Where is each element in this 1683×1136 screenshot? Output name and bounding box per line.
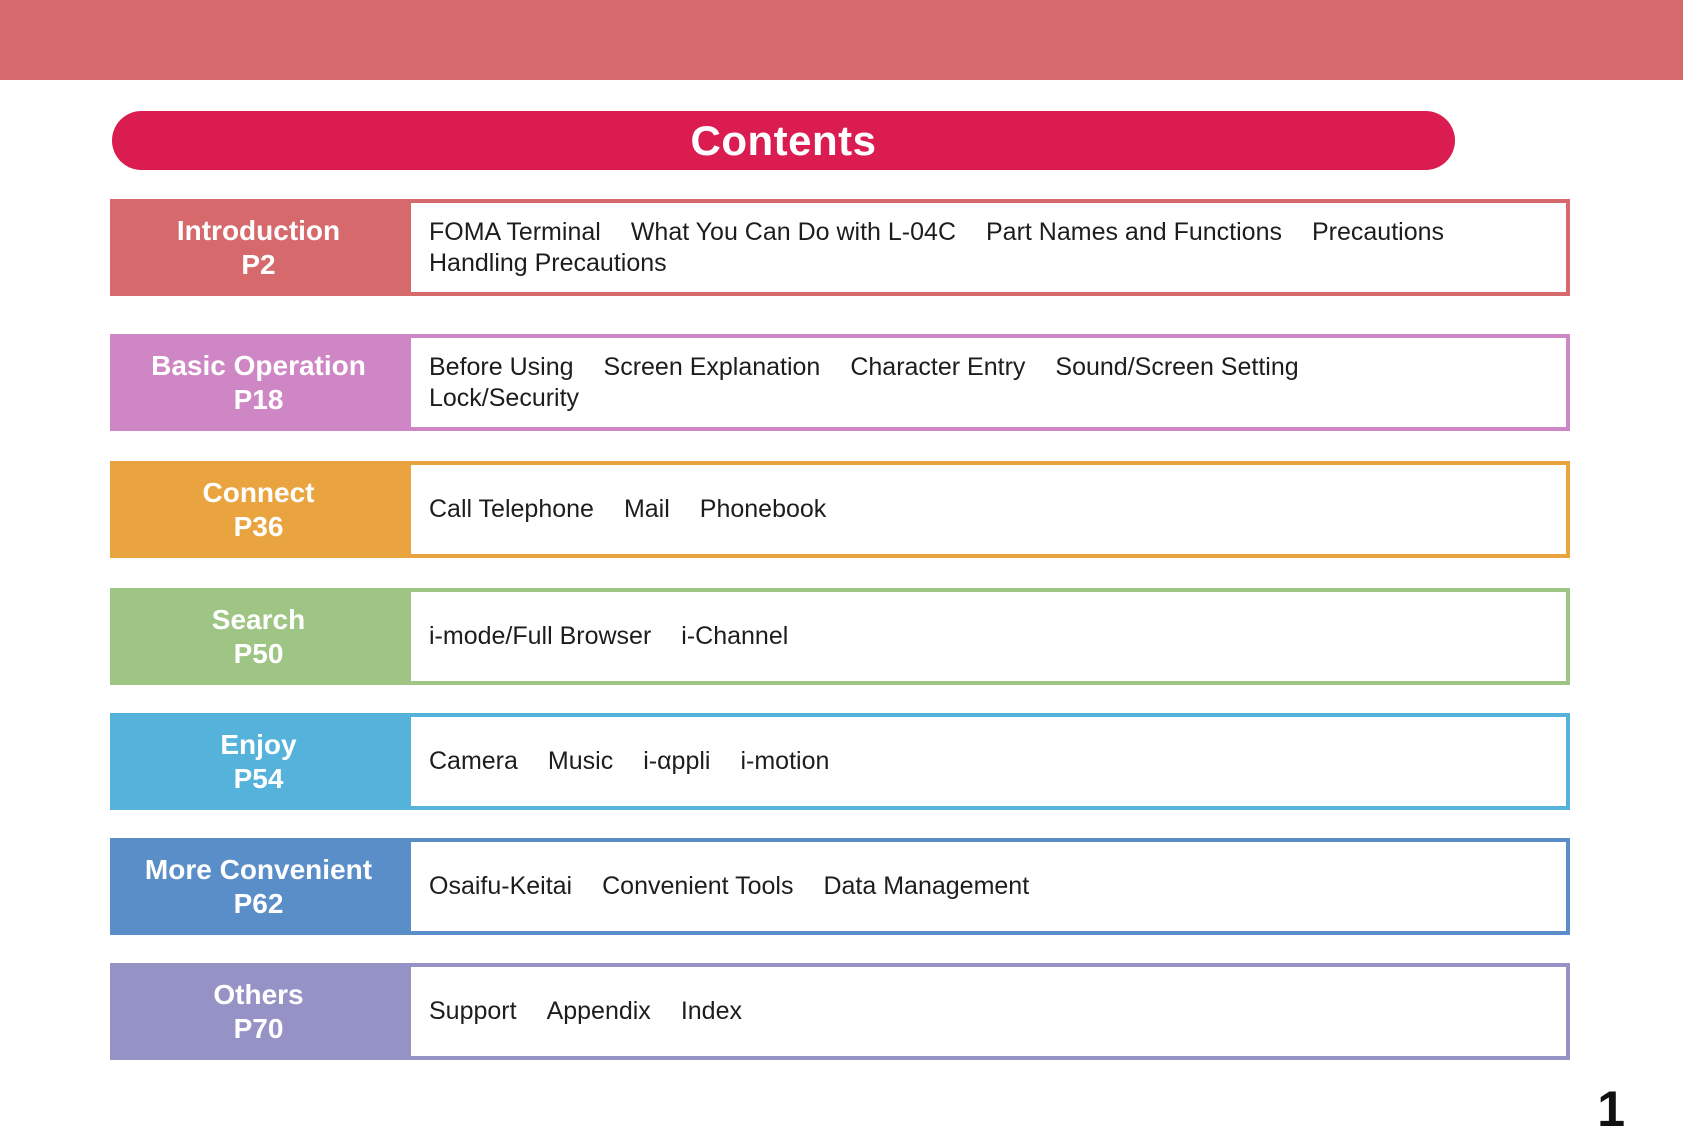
section-title: More Convenient [144,853,373,885]
content-item: Music [547,747,614,775]
section-topics-box: Camera Music i-αppli i-motion [407,713,1570,810]
section-label: Basic Operation P18 [110,334,407,431]
section-page: P2 [241,248,276,280]
section-title: Enjoy [220,728,297,760]
content-item: Data Management [823,872,1030,900]
content-item: Sound/Screen Setting [1055,352,1299,381]
content-line: Osaifu-Keitai Convenient Tools Data Manage… [429,871,1556,902]
section-label: Connect P36 [110,461,407,558]
content-line: Before Using Screen Explanation Character … [429,352,1556,383]
section-topics-box: Osaifu-Keitai Convenient Tools Data Manage… [407,838,1570,935]
section-label: Enjoy P54 [110,713,407,810]
content-item: Convenient Tools [602,872,794,900]
toc-row: Basic Operation P18 Before Using Screen E… [110,334,1570,431]
top-accent-bar [0,0,1683,80]
section-label: More Convenient P62 [110,838,407,935]
content-item: Call Telephone [429,495,594,523]
toc-row: Introduction P2 FOMA Terminal What You Ca… [110,199,1570,296]
content-item: Handling Precautions [429,248,667,277]
content-line: Support Appendix Index [429,996,1556,1027]
section-title: Basic Operation [151,349,366,381]
page-number: 1 [1597,1081,1625,1136]
section-page: P54 [233,762,284,794]
section-label: Introduction P2 [110,199,407,296]
section-page: P70 [233,1012,284,1044]
section-page: P36 [233,510,284,542]
toc-row: Enjoy P54 Camera Music i-αppli i-motion [110,713,1570,810]
section-title: Connect [202,476,315,508]
content-item: i-Channel [681,622,789,650]
content-item: FOMA Terminal [429,217,601,246]
section-title: Search [211,603,306,635]
content-item: i-motion [740,747,830,775]
content-item: Camera [429,747,518,775]
content-line: Call Telephone Mail Phonebook [429,494,1556,525]
section-title: Others [213,978,304,1010]
content-item: Phonebook [699,495,827,523]
content-line: Handling Precautions [429,248,1556,279]
tab-rail [1613,0,1683,1136]
section-topics-box: FOMA Terminal What You Can Do with L-04C P… [407,199,1570,296]
content-item: Osaifu-Keitai [429,872,573,900]
content-item: Character Entry [850,352,1026,381]
content-item: What You Can Do with L-04C [630,217,956,246]
section-label: Others P70 [110,963,407,1060]
content-item: Support [429,997,517,1025]
content-item: Index [680,997,742,1025]
contents-banner: Contents [112,111,1455,170]
content-item: Mail [623,495,670,523]
toc-row: Others P70 Support Appendix Index [110,963,1570,1060]
section-topics-box: Support Appendix Index [407,963,1570,1060]
content-item: Lock/Security [429,383,580,412]
section-page: P18 [233,383,284,415]
content-item: Part Names and Functions [986,217,1282,246]
section-label: Search P50 [110,588,407,685]
section-topics-box: i-mode/Full Browser i-Channel [407,588,1570,685]
content-line: FOMA Terminal What You Can Do with L-04C P… [429,217,1556,248]
section-page: P50 [233,637,284,669]
content-line: Lock/Security [429,383,1556,414]
section-topics-box: Before Using Screen Explanation Character … [407,334,1570,431]
content-item: i-mode/Full Browser [429,622,652,650]
toc-row: More Convenient P62 Osaifu-Keitai Conveni… [110,838,1570,935]
toc-row: Search P50 i-mode/Full Browser i-Channel [110,588,1570,685]
page-title: Contents [690,116,877,164]
section-topics-box: Call Telephone Mail Phonebook [407,461,1570,558]
section-title: Introduction [176,214,341,246]
content-item: Precautions [1311,217,1445,246]
toc-row: Connect P36 Call Telephone Mail Phonebook [110,461,1570,558]
content-line: i-mode/Full Browser i-Channel [429,621,1556,652]
content-item: i-αppli [643,747,711,775]
content-item: Appendix [546,997,651,1025]
content-item: Before Using [429,352,574,381]
content-line: Camera Music i-αppli i-motion [429,746,1556,777]
content-item: Screen Explanation [603,352,821,381]
section-page: P62 [233,887,284,919]
